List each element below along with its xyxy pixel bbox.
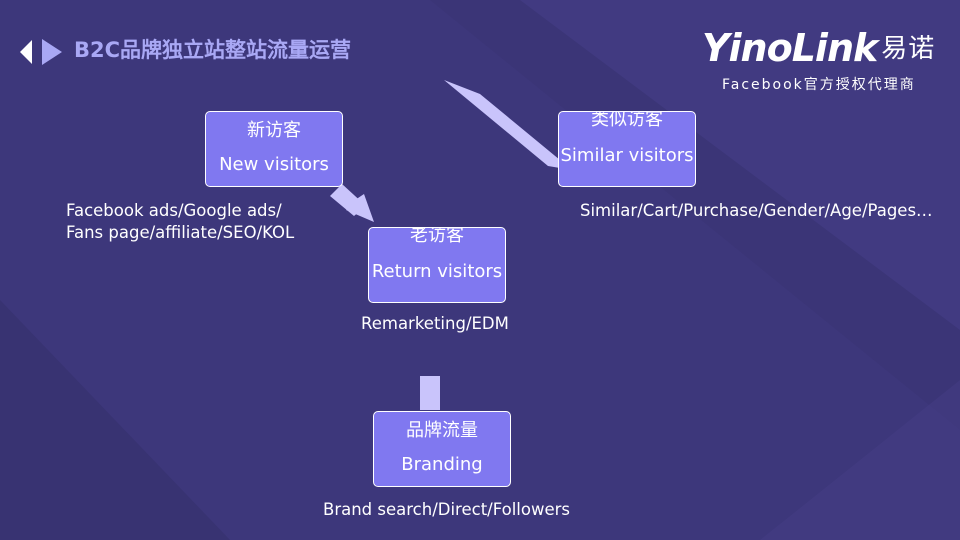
node-new-visitors-cn: 新访客: [247, 120, 301, 141]
caption-new-visitors-line1: Facebook ads/Google ads/: [66, 201, 282, 220]
arrow-to-similar: [444, 80, 592, 186]
caption-new-visitors-line2: Fans page/affiliate/SEO/KOL: [66, 223, 295, 242]
caption-branding: Brand search/Direct/Followers: [323, 500, 571, 519]
node-new-visitors-en: New visitors: [219, 154, 329, 175]
arrow-return-branding: [420, 376, 440, 410]
caption-new-visitors: Facebook ads/Google ads/ Fans page/affil…: [66, 200, 294, 244]
node-similar-visitors-cn: 类似访客: [591, 111, 663, 130]
node-new-visitors: 新访客 New visitors: [205, 111, 343, 187]
arrow-new-to-return-body: [330, 184, 366, 216]
node-similar-visitors: 类似访客 Similar visitors: [558, 111, 696, 187]
caption-return-visitors: Remarketing/EDM: [361, 314, 509, 333]
logo-brand-cn: 易诺: [881, 34, 936, 64]
node-branding-cn: 品牌流量: [406, 420, 478, 441]
node-similar-visitors-en: Similar visitors: [560, 145, 694, 166]
page-title: B2C品牌独立站整站流量运营: [74, 38, 352, 62]
node-branding: 品牌流量 Branding: [373, 411, 511, 487]
node-branding-en: Branding: [401, 454, 483, 475]
nav-arrows-icon: [18, 38, 66, 66]
node-return-visitors-en: Return visitors: [371, 261, 503, 282]
logo-subtitle: Facebook官方授权代理商: [722, 77, 916, 93]
node-return-visitors: 老访客 Return visitors: [368, 227, 506, 303]
node-return-visitors-cn: 老访客: [410, 227, 464, 246]
caption-similar-visitors: Similar/Cart/Purchase/Gender/Age/Pages…: [580, 201, 933, 220]
logo-brand: YinoLink: [702, 26, 878, 70]
